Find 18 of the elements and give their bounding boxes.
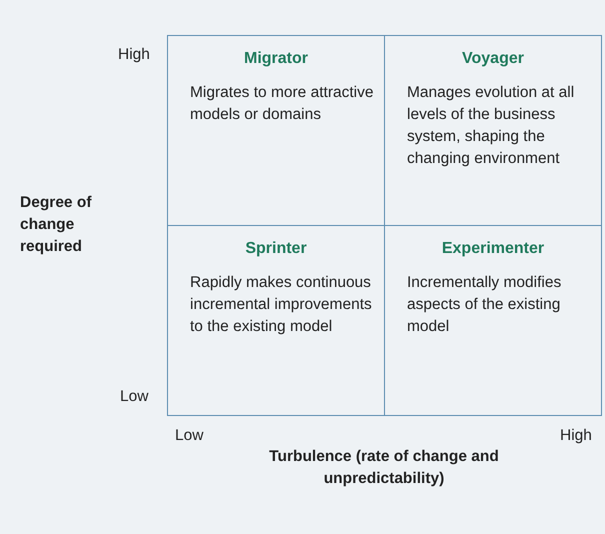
matrix-quadrant	[384, 35, 602, 226]
matrix-quadrant	[384, 225, 602, 416]
matrix-quadrant	[167, 225, 385, 416]
axis-tick-label: High	[118, 46, 151, 64]
axis-tick-label: Low	[120, 388, 150, 406]
axis-title: Turbulence (rate of change and unpredictability)	[268, 447, 500, 489]
quadrant-title: Voyager	[461, 50, 525, 68]
quadrant-description: Incrementally modifies aspects of the existing model	[407, 273, 562, 337]
axis-tick-label: High	[560, 427, 593, 445]
quadrant-description: Migrates to more attractive models or domains	[190, 83, 374, 125]
quadrant-description: Rapidly makes continuous incremental improvements to the existing model	[190, 273, 373, 337]
matrix-quadrant	[167, 35, 385, 226]
quadrant-description: Manages evolution at all levels of the business system, shaping the changing environment	[407, 83, 576, 169]
axis-title: Degree of change required	[20, 193, 92, 257]
axis-tick-label: Low	[175, 427, 204, 445]
quadrant-title: Sprinter	[244, 240, 308, 258]
quadrant-title: Migrator	[243, 50, 309, 68]
quadrant-title: Experimenter	[440, 240, 546, 258]
